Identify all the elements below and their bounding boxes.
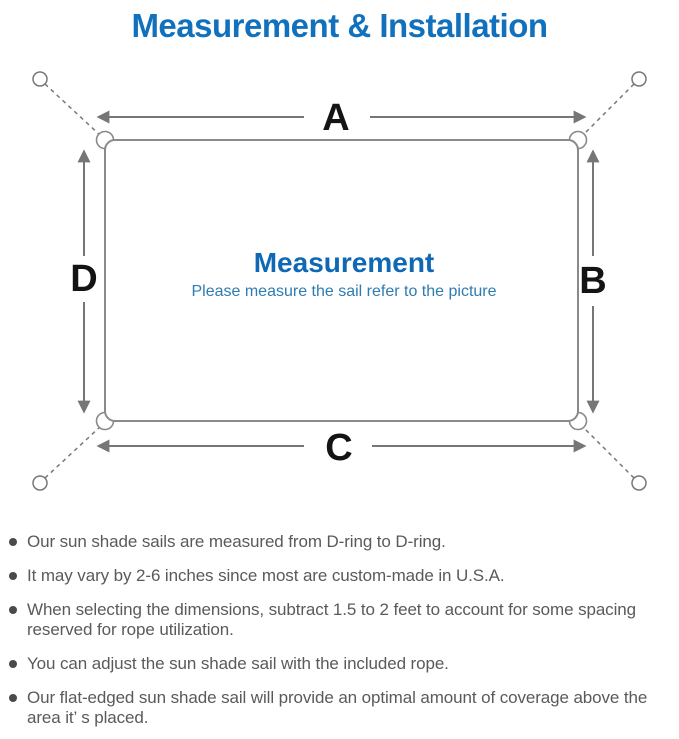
anchor-point-top-right: [631, 71, 647, 87]
diagram-center-subtitle: Please measure the sail refer to the pic…: [191, 283, 496, 300]
dim-label-d: D: [70, 258, 97, 300]
anchor-point-bottom-right: [631, 475, 647, 491]
note-item: When selecting the dimensions, subtract …: [8, 600, 679, 640]
bullet-dot-icon: [9, 572, 17, 580]
dim-label-a: A: [322, 97, 349, 139]
dim-label-b: B: [579, 260, 606, 302]
note-text: Our flat-edged sun shade sail will provi…: [27, 688, 648, 727]
note-item: You can adjust the sun shade sail with t…: [8, 654, 679, 674]
note-item: Our flat-edged sun shade sail will provi…: [8, 688, 679, 728]
note-text: When selecting the dimensions, subtract …: [27, 600, 636, 639]
bullet-dot-icon: [9, 538, 17, 546]
note-item: It may vary by 2-6 inches since most are…: [8, 566, 679, 586]
notes-list: Our sun shade sails are measured from D-…: [0, 532, 679, 728]
rope-dash-top-left: [44, 83, 103, 138]
measurement-diagram: A B C D Measurement Please measure the s…: [32, 71, 647, 491]
rope-dash-top-right: [580, 83, 635, 138]
sail-rectangle: [104, 139, 579, 422]
note-text: You can adjust the sun shade sail with t…: [27, 654, 449, 673]
note-item: Our sun shade sails are measured from D-…: [8, 532, 679, 552]
note-text: It may vary by 2-6 inches since most are…: [27, 566, 505, 585]
page-title: Measurement & Installation: [131, 7, 548, 44]
diagram-center-title: Measurement: [254, 247, 435, 278]
anchor-point-bottom-left: [32, 475, 48, 491]
bullet-dot-icon: [9, 660, 17, 668]
dim-label-c: C: [325, 427, 352, 469]
rope-dash-bottom-left: [44, 424, 103, 479]
anchor-point-top-left: [32, 71, 48, 87]
bullet-dot-icon: [9, 606, 17, 614]
note-text: Our sun shade sails are measured from D-…: [27, 532, 446, 551]
rope-dash-bottom-right: [580, 424, 635, 479]
bullet-dot-icon: [9, 694, 17, 702]
